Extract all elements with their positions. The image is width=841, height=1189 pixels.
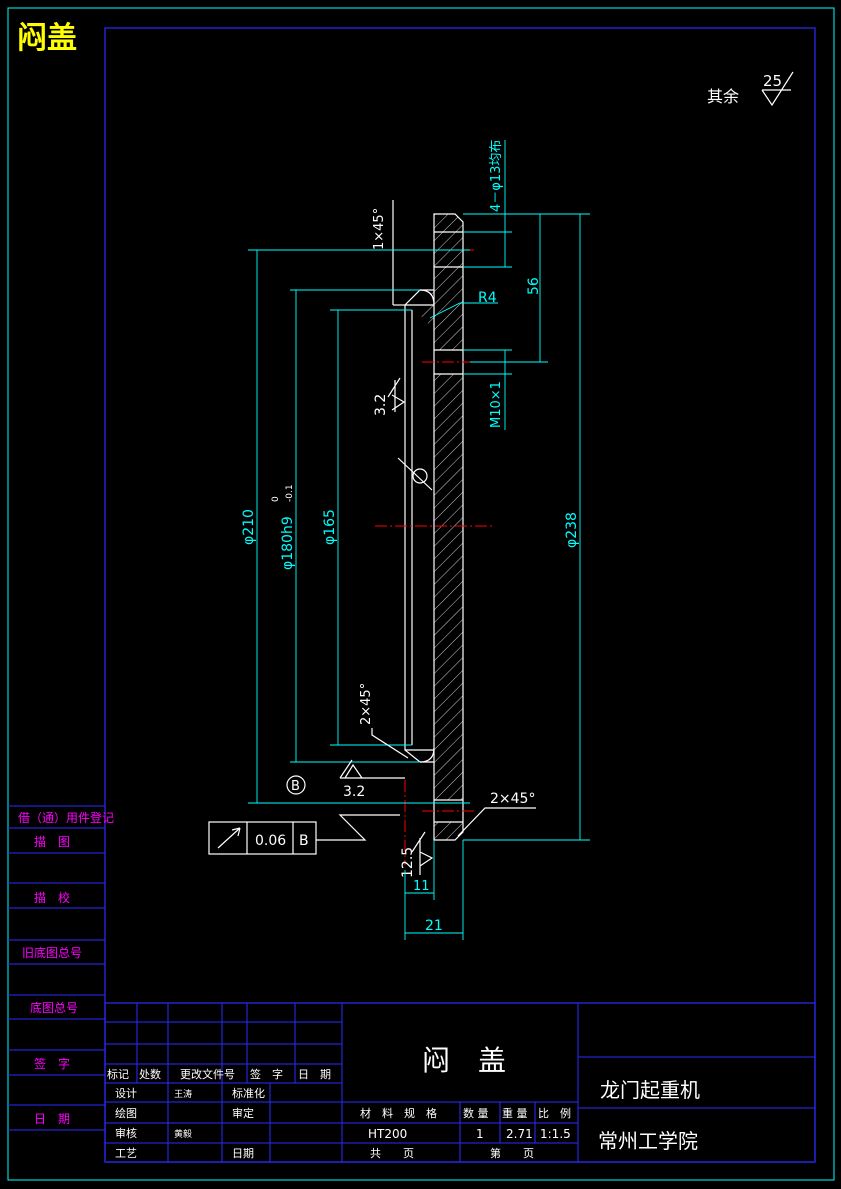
dim-d180-tol-upper: 0 bbox=[271, 496, 281, 502]
surface-note-label: 其余 bbox=[707, 87, 739, 106]
weight-value: 2.71 bbox=[506, 1127, 533, 1141]
dim-roughness-face: 3.2 bbox=[373, 394, 389, 416]
strip-item-tracing: 描 图 bbox=[34, 835, 70, 849]
strip-item-signature: 签 字 bbox=[34, 1056, 70, 1071]
left-strip: 借（通）用件登记 描 图 描 校 旧底图总号 底图总号 签 字 日 期 bbox=[8, 805, 114, 1131]
dim-chamfer-top: 1×45° bbox=[372, 208, 387, 250]
sign-role-process: 工艺 bbox=[115, 1147, 137, 1160]
roughness-bottom-icon bbox=[339, 759, 405, 779]
part-section-view bbox=[375, 213, 495, 865]
section-hatch-upper bbox=[434, 214, 463, 350]
gdt-leader bbox=[316, 814, 400, 841]
strip-item-date: 日 期 bbox=[34, 1112, 70, 1126]
rev-header-date: 日 期 bbox=[298, 1068, 331, 1081]
sign-role2-date: 日期 bbox=[232, 1147, 254, 1160]
rev-header-docno: 更改文件号 bbox=[180, 1067, 235, 1081]
dim-chamfer-inner: 2×45° bbox=[359, 683, 374, 725]
page-number: 第 页 bbox=[490, 1146, 534, 1160]
qty-value: 1 bbox=[476, 1127, 484, 1141]
sign-name-design: 王涛 bbox=[174, 1088, 192, 1100]
dim-width-21: 21 bbox=[425, 918, 443, 934]
sign-role-review: 审核 bbox=[115, 1126, 137, 1140]
dim-radius: R4 bbox=[478, 290, 497, 306]
dim-d180-tol-lower: -0.1 bbox=[285, 484, 295, 502]
gdt-tolerance: 0.06 bbox=[255, 833, 286, 849]
dim-roughness-end: 12.5 bbox=[400, 847, 416, 878]
sign-name-review: 黄毅 bbox=[174, 1128, 192, 1140]
qty-header: 数 量 bbox=[463, 1107, 489, 1120]
datum-label: B bbox=[291, 779, 300, 794]
dim-pitch: 56 bbox=[526, 277, 542, 295]
dim-d210: φ210 bbox=[241, 509, 257, 545]
machine-name: 龙门起重机 bbox=[600, 1078, 700, 1102]
rev-header-count: 处数 bbox=[139, 1068, 161, 1081]
dim-width-11: 11 bbox=[413, 879, 430, 894]
outer-frame bbox=[7, 7, 835, 1181]
dim-chamfer-outer: 2×45° bbox=[490, 791, 535, 807]
strip-item-registration: 借（通）用件登记 bbox=[18, 810, 114, 825]
dim-d238: φ238 bbox=[564, 512, 580, 548]
circularity-icon bbox=[412, 468, 428, 484]
surface-note: 其余 25 bbox=[707, 71, 794, 107]
roughness-symbol-icon bbox=[761, 71, 794, 107]
sign-role-design: 设计 bbox=[115, 1087, 137, 1100]
dim-holes: 4－φ13均布 bbox=[489, 140, 504, 212]
gdt-datum: B bbox=[299, 833, 309, 849]
scale-value: 1:1.5 bbox=[540, 1127, 571, 1141]
dimensions: 4－φ13均布 1×45° R4 56 M10×1 3.2 φ210 bbox=[241, 140, 590, 940]
dim-d180: φ180h9 bbox=[280, 516, 296, 570]
scale-header: 比 例 bbox=[538, 1106, 571, 1120]
dim-thread: M10×1 bbox=[489, 381, 504, 428]
surface-note-value: 25 bbox=[763, 72, 782, 90]
runout-arrow-icon bbox=[217, 827, 241, 849]
section-hatch-main bbox=[434, 374, 463, 800]
weight-header: 重 量 bbox=[502, 1106, 528, 1120]
sign-role-draw: 绘图 bbox=[115, 1106, 137, 1120]
section-hatch-boss bbox=[420, 290, 434, 330]
datum-circle bbox=[286, 775, 306, 795]
strip-item-trace-check: 描 校 bbox=[34, 890, 70, 905]
dim-d165: φ165 bbox=[322, 509, 338, 545]
strip-item-drawing-no: 底图总号 bbox=[30, 1000, 78, 1015]
sign-role2-approve: 审定 bbox=[232, 1106, 254, 1120]
section-hatch-lower bbox=[434, 822, 463, 840]
total-pages: 共 页 bbox=[370, 1147, 414, 1160]
corner-title: 闷盖 bbox=[17, 21, 77, 56]
gdt-frame: 0.06 B bbox=[208, 821, 317, 855]
part-name: 闷 盖 bbox=[422, 1044, 506, 1077]
school-name: 常州工学院 bbox=[598, 1129, 698, 1153]
sign-role2-std: 标准化 bbox=[232, 1086, 265, 1100]
rev-header-mark: 标记 bbox=[107, 1067, 129, 1081]
strip-item-old-drawing-no: 旧底图总号 bbox=[22, 945, 82, 960]
dim-roughness-bottom: 3.2 bbox=[343, 784, 365, 800]
rev-header-sign: 签 字 bbox=[250, 1067, 283, 1081]
material-header: 材 料 规 格 bbox=[360, 1106, 437, 1120]
material-value: HT200 bbox=[368, 1127, 407, 1141]
title-block: 闷 盖 龙门起重机 常州工学院 标记 处数 更改文件号 签 字 日 期 设计 王… bbox=[104, 1002, 816, 1163]
